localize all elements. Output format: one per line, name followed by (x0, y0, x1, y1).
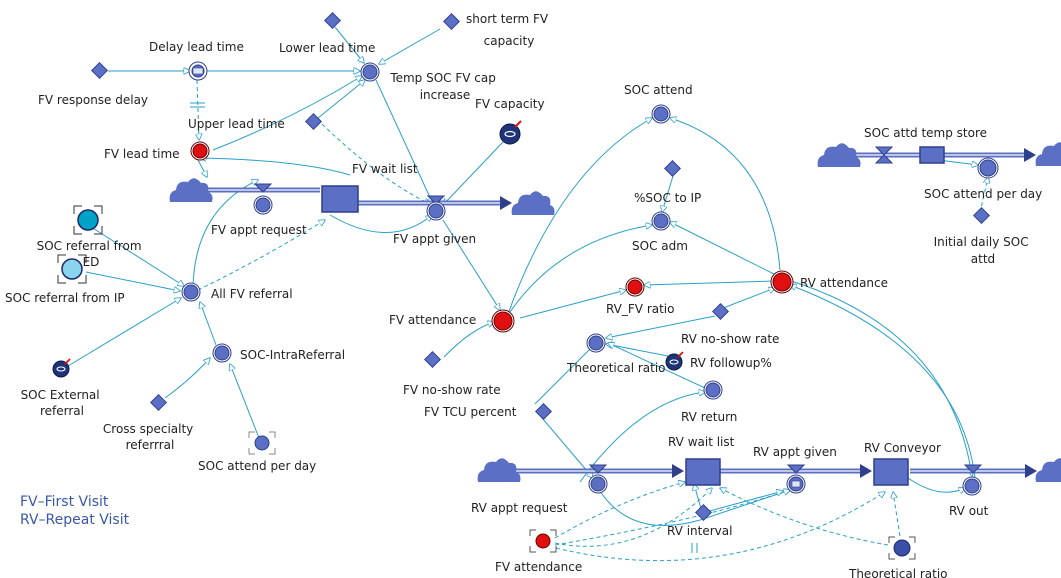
soc-intra-referral-label: SOC-IntraReferral (240, 348, 345, 362)
soc-attend-per-day-left-node[interactable] (248, 431, 276, 455)
soc-attend-per-day-right-node[interactable] (977, 157, 999, 179)
initial-daily-soc-attd-label: Initial daily SOC attd (934, 235, 1033, 266)
upper-lead-time-constant[interactable] (305, 113, 322, 130)
fv-attendance-node[interactable] (491, 309, 515, 333)
soc-intra-referral-node[interactable] (212, 343, 232, 363)
fv-appt-request-label: FV appt request (211, 223, 307, 237)
cloud-icon (1035, 142, 1061, 166)
soc-attd-temp-store-stock[interactable] (919, 146, 945, 164)
lower-lead-time-constant[interactable] (324, 12, 341, 29)
fv-capacity-label: FV capacity (475, 97, 545, 111)
fv-lead-time-label: FV lead time (104, 147, 180, 161)
upper-lead-time-label: Upper lead time (188, 117, 285, 131)
all-fv-referral-label: All FV referral (211, 287, 293, 301)
theoretical-ratio-label: Theoretical ratio (566, 361, 666, 375)
fv-no-show-rate-label: FV no-show rate (403, 383, 501, 397)
cross-specialty-referral-constant[interactable] (150, 394, 167, 411)
delay-lead-time-node[interactable] (188, 61, 208, 81)
rv-conveyor-stock[interactable] (873, 458, 909, 486)
theoretical-ratio-ghost-label: Theoretical ratio (848, 567, 948, 578)
fv-lead-time-node[interactable] (190, 141, 210, 161)
soc-adm-node[interactable] (651, 211, 671, 231)
delay-marks (190, 102, 698, 553)
legend-fv: FV–First Visit (20, 494, 109, 510)
fv-attendance-ghost-label: FV attendance (495, 560, 582, 574)
fv-appt-given-node[interactable] (426, 201, 446, 221)
legend-rv: RV–Repeat Visit (20, 512, 130, 528)
soc-attend-per-day-left-label: SOC attend per day (198, 459, 316, 473)
rv-interval-constant[interactable] (695, 504, 712, 521)
soc-referral-from-ed-label: SOC referral from ED (37, 239, 146, 269)
rv-wait-list-stock[interactable] (685, 458, 721, 486)
fv-capacity-node[interactable] (499, 120, 522, 145)
valve-icon (786, 464, 806, 474)
soc-referral-from-ed-node[interactable] (73, 205, 103, 235)
pct-soc-to-ip-label: %SOC to IP (634, 191, 701, 205)
soc-referral-from-ip-node[interactable] (57, 254, 87, 284)
rv-out-label: RV out (949, 504, 989, 518)
temp-soc-fv-cap-label: Temp SOC FV cap increase (389, 71, 499, 102)
theoretical-ratio-node[interactable] (586, 333, 606, 353)
soc-referral-from-ip-label: SOC referral from IP (5, 291, 125, 305)
rv-followup-pct-label: RV followup% (690, 356, 772, 370)
temp-soc-fv-cap-node[interactable] (360, 62, 380, 82)
cloud-icon (1035, 458, 1061, 482)
rv-fv-ratio-node[interactable] (625, 277, 645, 297)
soc-external-referral-node[interactable] (52, 358, 71, 378)
cross-specialty-referral-label: Cross specialty referrral (103, 422, 197, 452)
rv-return-label: RV return (681, 410, 737, 424)
connectors (67, 26, 988, 562)
rv-appt-given-node[interactable] (786, 474, 806, 494)
short-term-fv-capacity-constant[interactable] (443, 13, 460, 30)
fv-tcu-percent-label: FV TCU percent (424, 405, 517, 419)
soc-attend-node[interactable] (651, 104, 671, 124)
rv-interval-label: RV interval (667, 524, 732, 538)
short-term-fv-capacity-label: short term FV capacity (466, 12, 552, 48)
rv-fv-ratio-label: RV_FV ratio (606, 302, 674, 316)
fv-wait-list-label: FV wait list (352, 162, 418, 176)
fv-attendance-label: FV attendance (389, 313, 476, 327)
soc-attd-temp-store-label: SOC attd temp store (864, 126, 987, 140)
rv-no-show-rate-label: RV no-show rate (681, 332, 779, 346)
soc-attend-per-day-right-label: SOC attend per day (924, 187, 1042, 201)
rv-attendance-label: RV attendance (800, 276, 888, 290)
rv-conveyor-label: RV Conveyor (864, 441, 941, 455)
rv-no-show-rate-constant[interactable] (712, 303, 729, 320)
fv-no-show-rate-constant[interactable] (424, 351, 441, 368)
fv-response-delay-constant[interactable] (91, 62, 108, 79)
rv-appt-request-node[interactable] (588, 474, 608, 494)
valve-icon (253, 183, 273, 193)
all-fv-referral-node[interactable] (181, 282, 201, 302)
valve-icon (588, 464, 608, 474)
rv-out-node[interactable] (962, 476, 982, 496)
lower-lead-time-label: Lower lead time (279, 41, 375, 55)
valve-icon (874, 146, 894, 164)
rv-appt-given-label: RV appt given (753, 445, 837, 459)
fv-tcu-percent-constant[interactable] (535, 403, 552, 420)
valve-icon (963, 464, 983, 474)
delay-lead-time-label: Delay lead time (149, 40, 244, 54)
initial-daily-soc-attd-constant[interactable] (973, 207, 990, 224)
cloud-icon (169, 178, 213, 202)
fv-wait-list-stock[interactable] (321, 185, 359, 213)
rv-wait-list-label: RV wait list (668, 435, 735, 449)
fv-appt-request-node[interactable] (253, 195, 273, 215)
cloud-icon (477, 458, 521, 482)
fv-response-delay-label: FV response delay (38, 93, 148, 107)
rv-followup-pct-node[interactable] (665, 351, 684, 371)
rv-appt-request-label: RV appt request (471, 501, 568, 515)
pct-soc-to-ip-constant[interactable] (664, 160, 681, 177)
cloud-icon (817, 143, 861, 167)
fv-appt-given-label: FV appt given (393, 232, 476, 246)
fv-attendance-ghost-node[interactable] (529, 529, 557, 553)
soc-attend-label: SOC attend (624, 83, 693, 97)
cloud-icon (511, 191, 555, 215)
theoretical-ratio-ghost-node[interactable] (888, 536, 916, 560)
soc-external-referral-label: SOC External referral (21, 388, 104, 418)
valve-icon (426, 195, 446, 205)
soc-adm-label: SOC adm (632, 239, 688, 253)
rv-return-node[interactable] (703, 380, 723, 400)
rv-attendance-node[interactable] (770, 270, 794, 294)
